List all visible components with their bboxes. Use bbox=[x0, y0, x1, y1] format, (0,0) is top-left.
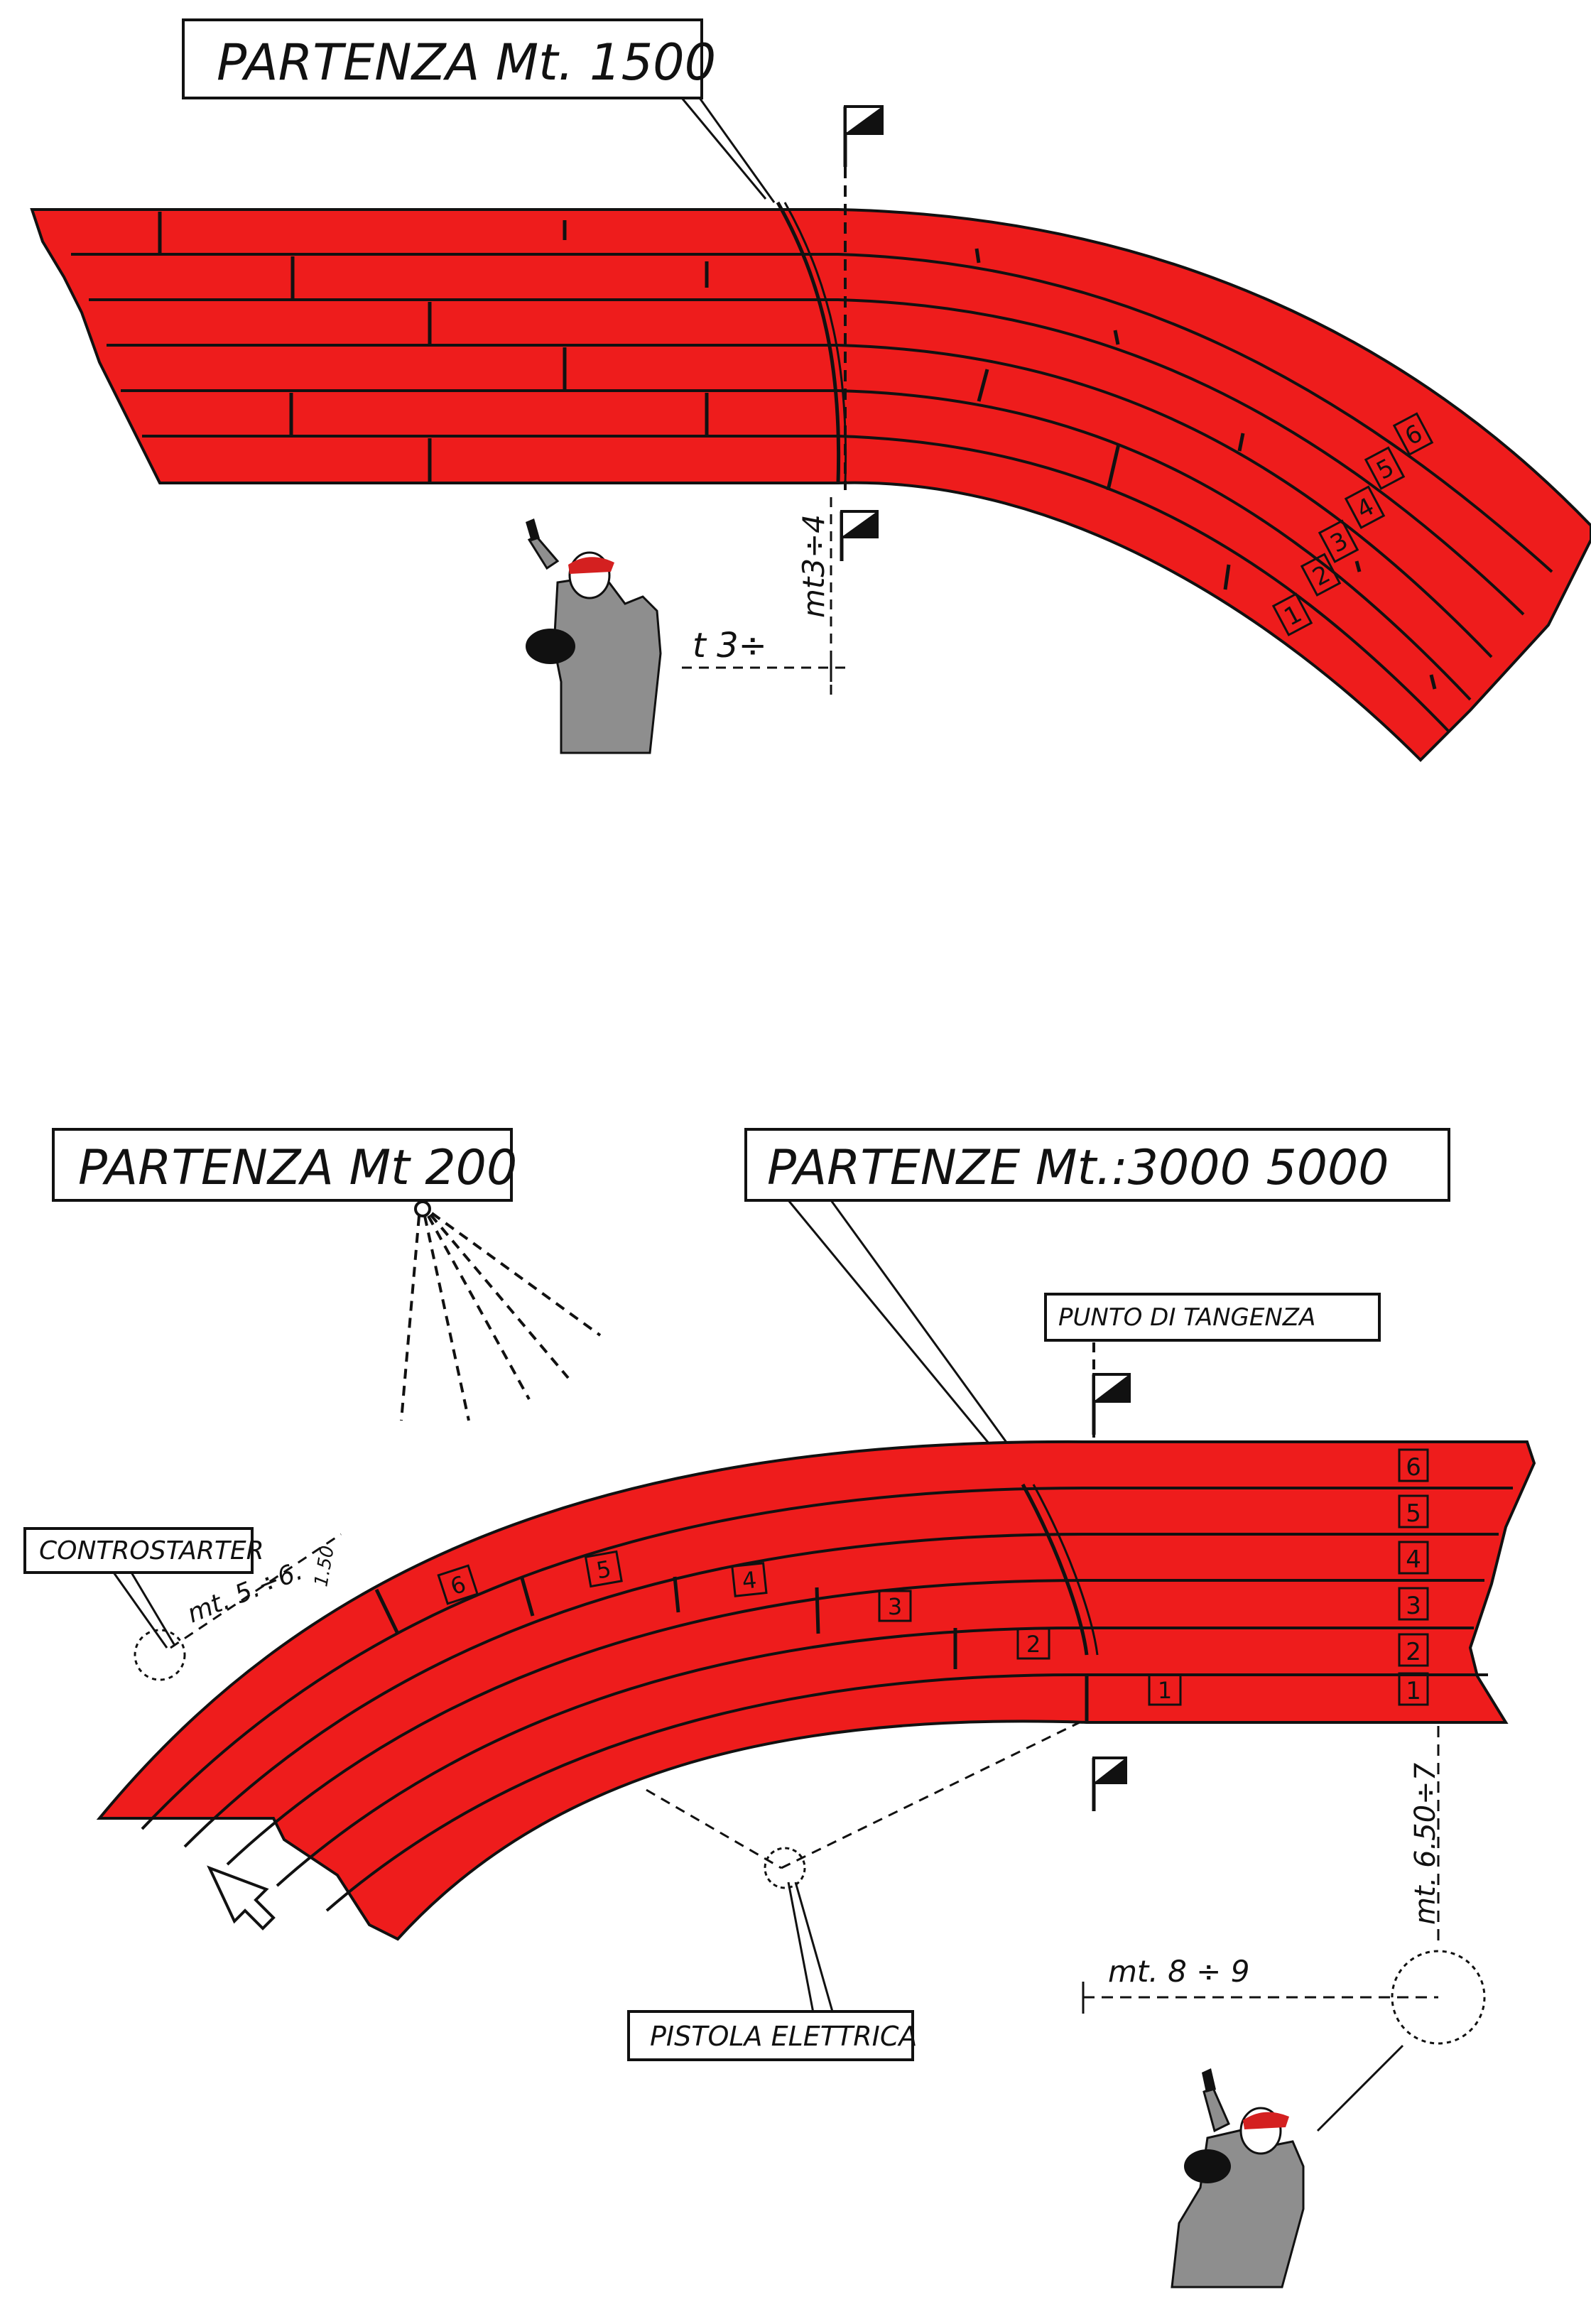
starter-official-icon bbox=[526, 518, 662, 754]
lane-lines-top bbox=[71, 253, 1553, 733]
dim-vertical-top: mt3÷4 bbox=[796, 514, 831, 618]
dim-horizontal-top: t 3÷ bbox=[693, 626, 767, 666]
pistol-text: PISTOLA ELETTRICA bbox=[650, 2021, 917, 2052]
start-label-long-text: PARTENZE Mt.:3000 5000 bbox=[767, 1140, 1389, 1196]
controstarter-text: CONTROSTARTER bbox=[39, 1536, 264, 1565]
flag-icon bbox=[1092, 1373, 1131, 1435]
svg-text:4: 4 bbox=[1406, 1546, 1421, 1574]
dimension-top: mt3÷4 t 3÷ bbox=[682, 497, 879, 700]
svg-text:3: 3 bbox=[1406, 1592, 1421, 1620]
start-label-1500: PARTENZA Mt. 1500 bbox=[182, 18, 776, 203]
starter-vertical-distance: mt. 6.50÷7 bbox=[1409, 1762, 1442, 1925]
loudspeaker-icon bbox=[400, 1200, 602, 1421]
svg-text:2: 2 bbox=[1406, 1638, 1421, 1666]
svg-text:1: 1 bbox=[1406, 1677, 1421, 1705]
arrow-icon bbox=[207, 1865, 276, 1931]
lane-cuts-bottom bbox=[374, 1576, 1089, 1722]
svg-text:3: 3 bbox=[888, 1593, 902, 1620]
track-band-bottom bbox=[96, 1440, 1536, 1941]
starter-dimensions: mt. 6.50÷7 mt. 8 ÷ 9 bbox=[1082, 1726, 1486, 2132]
start-label-200: PARTENZA Mt 200 bbox=[52, 1128, 517, 1202]
starter-horizontal-distance: mt. 8 ÷ 9 bbox=[1108, 1954, 1249, 1989]
start-line-1500 bbox=[776, 201, 841, 484]
tangent-point-label: PUNTO DI TANGENZA bbox=[1044, 1293, 1381, 1342]
lane-numbers-bottom-staggered: 1 2 3 4 5 6 bbox=[437, 1550, 1182, 1706]
svg-text:5: 5 bbox=[1406, 1499, 1421, 1528]
pistol: PISTOLA ELETTRICA bbox=[627, 1721, 1080, 2061]
start-label-200-text: PARTENZA Mt 200 bbox=[78, 1140, 517, 1196]
svg-text:2: 2 bbox=[1026, 1631, 1041, 1658]
lane-lines-bottom bbox=[141, 1487, 1513, 1912]
flag-icon bbox=[840, 510, 879, 561]
top-diagram: PARTENZA Mt. 1500 bbox=[30, 18, 1591, 762]
bottom-diagram: PARTENZA Mt 200 PARTENZE Mt.:3000 5000 P… bbox=[23, 1128, 1536, 2288]
flag-icon bbox=[1092, 1756, 1127, 1811]
starter-official-icon bbox=[1171, 2068, 1305, 2288]
svg-text:4: 4 bbox=[741, 1566, 758, 1595]
start-label-long: PARTENZE Mt.:3000 5000 bbox=[744, 1128, 1450, 1485]
tangent-point-text: PUNTO DI TANGENZA bbox=[1058, 1303, 1315, 1332]
svg-text:6: 6 bbox=[1406, 1453, 1421, 1482]
svg-text:1: 1 bbox=[1158, 1677, 1172, 1704]
flag-icon bbox=[843, 105, 884, 167]
start-label-1500-text: PARTENZA Mt. 1500 bbox=[217, 33, 716, 92]
track-band-top bbox=[30, 208, 1591, 762]
lane-cuts-top bbox=[158, 212, 1437, 690]
start-line-long bbox=[1021, 1483, 1089, 1656]
lane-numbers-bottom-right: 1 2 3 4 5 6 bbox=[1398, 1448, 1429, 1706]
